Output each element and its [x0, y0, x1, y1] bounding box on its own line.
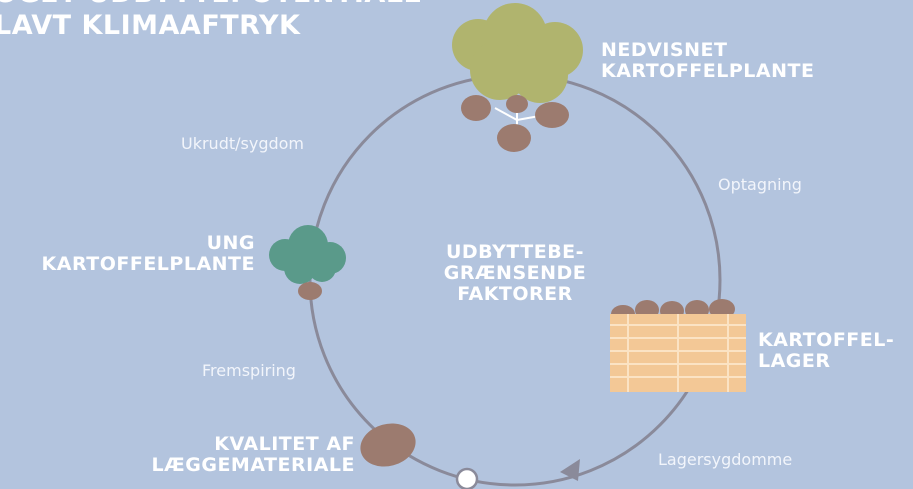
stage-label-line: NEDVISNET	[601, 39, 728, 61]
stage-seed-quality: KVALITET AF LÆGGEMATERIALE	[152, 434, 355, 476]
stage-label-line: LAGER	[758, 350, 831, 372]
center-label: UDBYTTEBE- GRÆNSENDE FAKTORER	[420, 242, 610, 305]
seed-potato-icon	[360, 423, 416, 467]
transition-harvest: Optagning	[718, 175, 802, 194]
arrow-head-icon	[560, 459, 580, 481]
potato-crate-icon	[610, 299, 746, 392]
transition-weeds-disease: Ukrudt/sygdom	[181, 134, 305, 153]
stage-label-line: UNG	[206, 232, 255, 254]
stage-withered-plant: NEDVISNET KARTOFFELPLANTE	[601, 40, 814, 82]
stage-label-line: KARTOFFELPLANTE	[41, 253, 255, 275]
transition-storage-disease: Lagersygdomme	[658, 450, 793, 469]
start-node	[455, 467, 479, 489]
stage-label-line: KARTOFFELPLANTE	[601, 60, 815, 82]
center-label-line: FAKTORER	[457, 283, 573, 305]
center-label-line: GRÆNSENDE	[443, 262, 587, 284]
young-plant-icon	[269, 225, 346, 300]
stage-label-line: KVALITET AF	[214, 433, 355, 455]
center-label-line: UDBYTTEBE-	[445, 241, 585, 263]
stage-potato-storage: KARTOFFEL- LAGER	[758, 330, 894, 372]
stage-label-line: LÆGGEMATERIALE	[151, 454, 355, 476]
title-line-2: LAVT KLIMAAFTRYK	[0, 10, 301, 41]
transition-sprouting: Fremspiring	[202, 361, 296, 380]
stage-young-plant: UNG KARTOFFELPLANTE	[42, 233, 255, 275]
withered-plant-icon	[452, 3, 583, 152]
page-title: ØGET UDBYTTEPOTENTIALE LAVT KLIMAAFTRYK	[0, 0, 422, 42]
title-line-1: ØGET UDBYTTEPOTENTIALE	[0, 0, 422, 10]
stage-label-line: KARTOFFEL-	[758, 329, 895, 351]
